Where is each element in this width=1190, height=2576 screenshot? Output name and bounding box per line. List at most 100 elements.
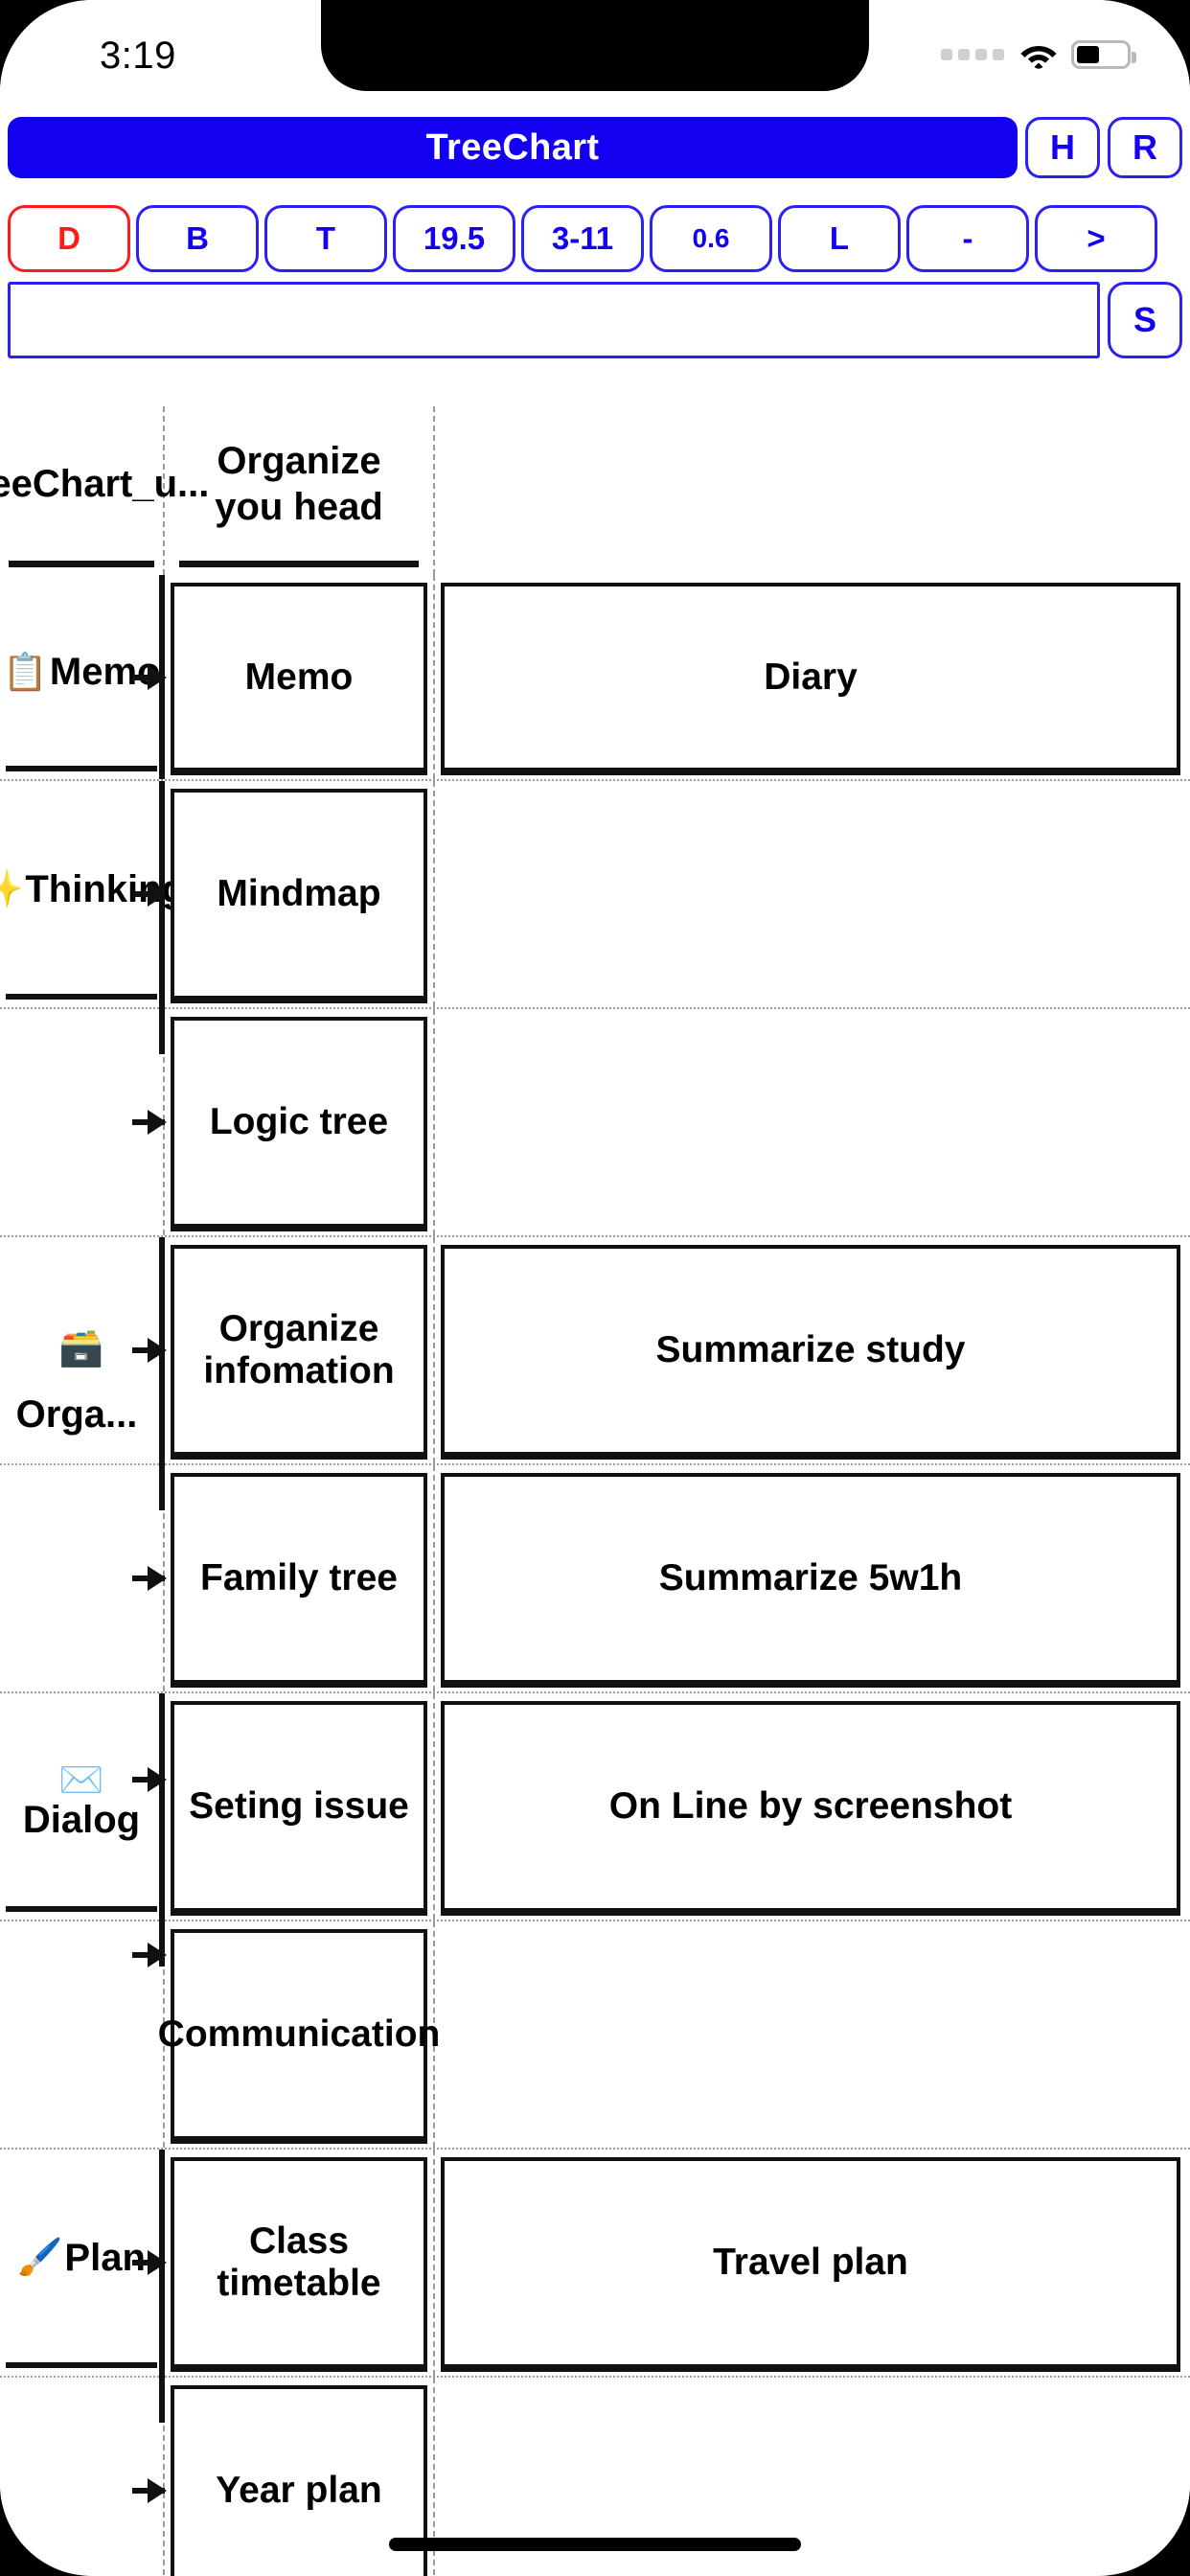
toolbar-t-button[interactable]: T (264, 205, 387, 272)
tree-node-cell[interactable]: Organize infomation (165, 1237, 435, 1463)
node-box[interactable]: Organize infomation (171, 1245, 427, 1456)
category-dialog[interactable]: ✉️ Dialog (6, 1701, 157, 1912)
tree-trunk-line (159, 781, 165, 1054)
category-label: Dialog (22, 1798, 141, 1841)
tree-arrow-icon (132, 2478, 167, 2503)
tree-node-cell[interactable]: Family tree (165, 1465, 435, 1691)
tree-header-row: TreeChart_u... Organize you head (0, 406, 1190, 575)
tree-leaf-cell (435, 1009, 1186, 1235)
node-box[interactable]: Class timetable (171, 2157, 427, 2368)
toolbar-next-button[interactable]: > (1035, 205, 1157, 272)
tree-arrow-icon (132, 664, 167, 690)
battery-icon (1071, 40, 1136, 69)
tree-leaf-cell[interactable]: Summarize study (435, 1237, 1186, 1463)
leaf-box[interactable]: Summarize 5w1h (441, 1473, 1180, 1684)
search-button[interactable]: S (1108, 282, 1182, 358)
node-box[interactable]: Seting issue (171, 1701, 427, 1912)
tree-leaf-cell[interactable]: Diary (435, 575, 1186, 779)
tree-header-cell-title: Organize you head (165, 406, 435, 575)
category-organize[interactable]: 🗃️ (6, 1245, 157, 1456)
tree-category-cell (0, 2150, 167, 2576)
app-bar: TreeChart H R (8, 117, 1182, 178)
notch (321, 0, 869, 91)
tree-header-cell-empty (435, 406, 1186, 575)
toolbar-d-button[interactable]: D (8, 205, 130, 272)
toolbar: D B T 19.5 3-11 0.6 L - > (8, 205, 1182, 272)
tree-category-cell[interactable]: ✨Thinking (0, 781, 185, 1007)
toolbar-scale-button[interactable]: 0.6 (650, 205, 772, 272)
leaf-box[interactable]: Summarize study (441, 1245, 1180, 1456)
table-row[interactable]: 🗃️ Orga... Organize infomation Summarize… (0, 1237, 1190, 1465)
wifi-icon (1019, 40, 1058, 69)
toolbar-fontsize-button[interactable]: 19.5 (393, 205, 515, 272)
search-row: S (8, 282, 1182, 358)
table-row[interactable]: Year plan (0, 2150, 1190, 2576)
paintbrush-icon: 🖌️ (17, 2238, 63, 2278)
category-empty (6, 1929, 157, 2140)
tree-category-cell[interactable]: ✉️ Dialog (0, 1693, 167, 1920)
category-empty (6, 2385, 157, 2576)
app-title: TreeChart (8, 117, 1018, 178)
tree-node-cell[interactable]: Communication (158, 1921, 440, 2148)
category-memo[interactable]: 📋Memo (3, 583, 160, 771)
tree-arrow-icon (132, 1943, 167, 1968)
toolbar-l-button[interactable]: L (778, 205, 901, 272)
tree-leaf-cell[interactable]: Summarize 5w1h (435, 1465, 1186, 1691)
category-plan[interactable]: 🖌️Plan (6, 2157, 157, 2368)
node-box[interactable]: Mindmap (171, 789, 427, 1000)
signal-dots-icon (941, 49, 1004, 60)
status-bar-indicators (941, 40, 1136, 69)
tree-header-cell-source: TreeChart_u... (0, 406, 209, 575)
tree-trunk-line (159, 1237, 165, 1510)
tree-node-cell[interactable]: Logic tree (165, 1009, 435, 1235)
tree-category-cell[interactable]: 🖌️Plan (0, 2150, 167, 2376)
tree-arrow-icon (132, 1766, 167, 1792)
tree-node-cell[interactable]: Year plan (165, 2378, 435, 2576)
table-row[interactable]: 🖌️Plan Class timetable Travel plan (0, 2150, 1190, 2378)
status-bar-time: 3:19 (100, 34, 176, 77)
table-row[interactable]: ✨Thinking Mindmap (0, 781, 1190, 1009)
tree-arrow-icon (132, 882, 167, 907)
tree-category-cell (0, 1693, 167, 2148)
node-box[interactable]: Family tree (171, 1473, 427, 1684)
tree-header-title-label: Organize you head (179, 414, 419, 567)
home-indicator[interactable] (389, 2538, 801, 2551)
tree-header-empty-label (441, 414, 1180, 567)
tree-leaf-cell (435, 1921, 1186, 2148)
node-box[interactable]: Memo (171, 583, 427, 771)
table-row[interactable]: Communication (0, 1693, 1190, 2150)
node-box[interactable]: Communication (158, 1929, 440, 2140)
tree-leaf-cell[interactable]: On Line by screenshot (435, 1693, 1186, 1920)
tree-chart-grid[interactable]: TreeChart_u... Organize you head 📋Memo M… (0, 406, 1190, 2576)
table-row[interactable]: Family tree Summarize 5w1h (0, 1237, 1190, 1693)
tree-node-cell[interactable]: Mindmap (165, 781, 435, 1007)
tree-leaf-cell[interactable]: Travel plan (435, 2150, 1186, 2376)
toolbar-b-button[interactable]: B (136, 205, 259, 272)
tree-category-cell[interactable]: 📋Memo (0, 575, 167, 779)
toolbar-minus-button[interactable]: - (906, 205, 1029, 272)
tree-category-cell[interactable]: 🗃️ Orga... (0, 1237, 167, 1463)
tree-arrow-icon (132, 1566, 167, 1591)
tree-arrow-icon (132, 2250, 167, 2275)
category-label: Plan (64, 2236, 146, 2279)
search-input[interactable] (8, 282, 1100, 358)
tree-node-cell[interactable]: Seting issue (165, 1693, 435, 1920)
tree-node-cell[interactable]: Memo (165, 575, 435, 779)
home-button[interactable]: H (1025, 117, 1100, 178)
reload-button[interactable]: R (1108, 117, 1182, 178)
tree-arrow-icon (132, 1338, 167, 1363)
leaf-box[interactable]: Diary (441, 583, 1180, 771)
tree-category-cell (0, 1237, 167, 1691)
table-row[interactable]: ✉️ Dialog Seting issue On Line by screen… (0, 1693, 1190, 1921)
table-row[interactable]: Logic tree (0, 781, 1190, 1237)
sparkles-icon: ✨ (0, 869, 24, 909)
table-row[interactable]: 📋Memo Memo Diary (0, 575, 1190, 781)
leaf-box[interactable]: Travel plan (441, 2157, 1180, 2368)
status-bar: 3:19 (0, 0, 1190, 113)
toolbar-range-button[interactable]: 3-11 (521, 205, 644, 272)
tree-trunk-line (159, 2150, 165, 2423)
tree-node-cell[interactable]: Class timetable (165, 2150, 435, 2376)
leaf-box[interactable]: On Line by screenshot (441, 1701, 1180, 1912)
node-box[interactable]: Year plan (171, 2385, 427, 2576)
node-box[interactable]: Logic tree (171, 1017, 427, 1228)
